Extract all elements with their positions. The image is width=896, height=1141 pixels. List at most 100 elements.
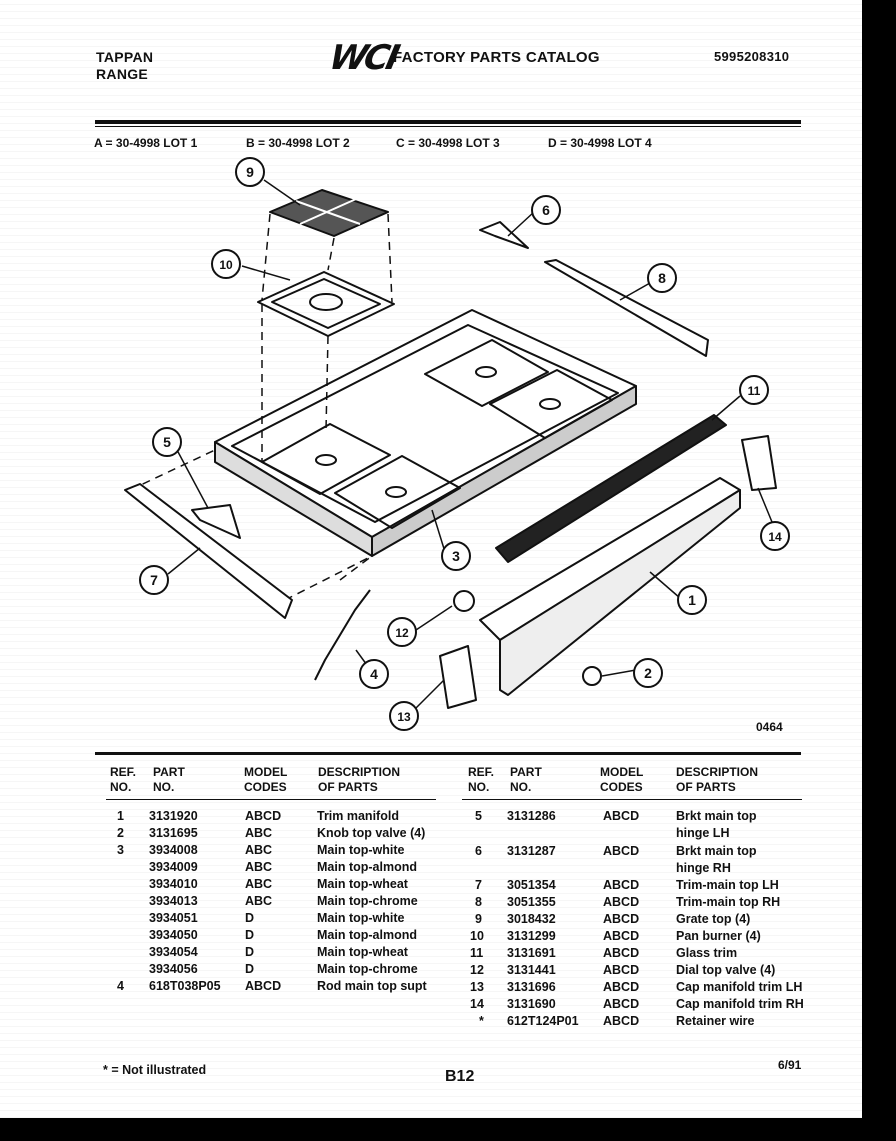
row-desc: Main top-chrome bbox=[317, 962, 418, 976]
row-desc: Cap manifold trim RH bbox=[676, 997, 804, 1011]
row-ref: 7 bbox=[475, 878, 482, 892]
lot-a: A = 30-4998 LOT 1 bbox=[94, 136, 198, 150]
callout-6: 6 bbox=[542, 202, 550, 218]
row-part: 3934056 bbox=[149, 962, 198, 976]
row-model: ABC bbox=[245, 843, 273, 857]
row-ref: 3 bbox=[117, 843, 124, 857]
row-model: D bbox=[245, 962, 255, 976]
row-desc: Main top-white bbox=[317, 843, 405, 857]
support-rod bbox=[314, 589, 371, 681]
row-model: ABC bbox=[245, 860, 273, 874]
knob-valve bbox=[582, 666, 602, 686]
row-ref: 10 bbox=[470, 929, 484, 943]
row-desc-line2: hinge LH bbox=[676, 826, 730, 840]
catalog-number: 5995208310 bbox=[714, 49, 790, 64]
header-rule-thin bbox=[95, 126, 801, 127]
row-desc: Grate top (4) bbox=[676, 912, 751, 926]
row-model: ABCD bbox=[603, 946, 640, 960]
row-part: 3934050 bbox=[149, 928, 198, 942]
row-desc: Trim manifold bbox=[317, 809, 399, 823]
row-model: D bbox=[245, 911, 255, 925]
header-ref-right: REF. NO. bbox=[468, 765, 495, 794]
row-part: 3131696 bbox=[507, 980, 556, 994]
callout-13: 13 bbox=[397, 710, 411, 724]
row-part: 3051354 bbox=[507, 878, 556, 892]
row-part: 618T038P05 bbox=[149, 979, 221, 993]
row-part: 3934008 bbox=[149, 843, 198, 857]
lot-c: C = 30-4998 LOT 3 bbox=[396, 136, 500, 150]
trim-right bbox=[544, 259, 709, 357]
row-model: ABCD bbox=[603, 878, 640, 892]
callout-5: 5 bbox=[163, 434, 171, 450]
row-desc: Knob top valve (4) bbox=[317, 826, 426, 840]
table-top-rule bbox=[95, 752, 801, 755]
drawing-code: 0464 bbox=[756, 720, 783, 734]
row-part: 3131287 bbox=[507, 844, 556, 858]
callout-10: 10 bbox=[219, 258, 233, 272]
row-desc: Retainer wire bbox=[676, 1014, 755, 1028]
callout-11: 11 bbox=[748, 384, 761, 398]
row-model: ABCD bbox=[603, 980, 640, 994]
row-model: ABCD bbox=[603, 912, 640, 926]
row-desc: Main top-wheat bbox=[317, 945, 408, 959]
callout-2: 2 bbox=[644, 665, 652, 681]
row-ref: 2 bbox=[117, 826, 124, 840]
callout-8: 8 bbox=[658, 270, 666, 286]
row-ref: 14 bbox=[470, 997, 484, 1011]
row-part: 3131441 bbox=[507, 963, 556, 977]
row-ref: * bbox=[479, 1014, 484, 1028]
brand-name: TAPPAN bbox=[96, 49, 154, 65]
row-model: D bbox=[245, 945, 255, 959]
row-part: 612T124P01 bbox=[507, 1014, 579, 1028]
footnote: * = Not illustrated bbox=[103, 1063, 207, 1077]
header-model-right: MODEL CODES bbox=[600, 765, 644, 794]
row-desc: Glass trim bbox=[676, 946, 738, 960]
header-model-left: MODEL CODES bbox=[244, 765, 288, 794]
cap-rh bbox=[741, 435, 777, 491]
row-model: D bbox=[245, 928, 255, 942]
header-underline-right bbox=[462, 799, 802, 800]
header-ref-left: REF. NO. bbox=[110, 765, 137, 794]
product-type: RANGE bbox=[96, 66, 149, 82]
row-part: 3131690 bbox=[507, 997, 556, 1011]
row-part: 3018432 bbox=[507, 912, 556, 926]
row-part: 3131695 bbox=[149, 826, 198, 840]
date-code: 6/91 bbox=[778, 1058, 802, 1072]
row-ref: 6 bbox=[475, 844, 482, 858]
pan-burner bbox=[257, 271, 395, 337]
row-desc: Dial top valve (4) bbox=[676, 963, 776, 977]
row-desc: Main top-white bbox=[317, 911, 405, 925]
hinge-left bbox=[191, 504, 241, 539]
row-ref: 8 bbox=[475, 895, 482, 909]
row-ref: 12 bbox=[470, 963, 484, 977]
row-desc-line2: hinge RH bbox=[676, 861, 731, 875]
row-part: 3934009 bbox=[149, 860, 198, 874]
row-desc: Rod main top supt bbox=[317, 979, 427, 993]
row-desc: Cap manifold trim LH bbox=[676, 980, 803, 994]
row-part: 3934051 bbox=[149, 911, 198, 925]
row-model: ABCD bbox=[245, 809, 282, 823]
wci-logo: WCI bbox=[325, 38, 401, 78]
row-part: 3131299 bbox=[507, 929, 556, 943]
row-model: ABC bbox=[245, 877, 273, 891]
lot-b: B = 30-4998 LOT 2 bbox=[246, 136, 350, 150]
callout-4: 4 bbox=[370, 666, 378, 682]
row-part: 3934054 bbox=[149, 945, 198, 959]
row-ref: 4 bbox=[117, 979, 124, 993]
glass-trim bbox=[495, 414, 727, 563]
row-desc: Trim-main top RH bbox=[676, 895, 781, 909]
callout-9: 9 bbox=[246, 164, 254, 180]
row-part: 3051355 bbox=[507, 895, 556, 909]
scan-border-right bbox=[862, 0, 896, 1141]
trim-left bbox=[124, 483, 293, 619]
row-model: ABCD bbox=[603, 844, 640, 858]
lot-d: D = 30-4998 LOT 4 bbox=[548, 136, 652, 150]
row-desc: Main top-chrome bbox=[317, 894, 418, 908]
row-part: 3934013 bbox=[149, 894, 198, 908]
row-model: ABC bbox=[245, 894, 273, 908]
row-ref: 1 bbox=[117, 809, 124, 823]
row-desc: Main top-almond bbox=[317, 928, 417, 942]
header-part-left: PART NO. bbox=[153, 765, 185, 794]
row-desc: Trim-main top LH bbox=[676, 878, 779, 892]
exploded-parts-diagram: 9 10 6 8 11 5 7 3 1 4 12 2 13 14 bbox=[124, 157, 790, 731]
